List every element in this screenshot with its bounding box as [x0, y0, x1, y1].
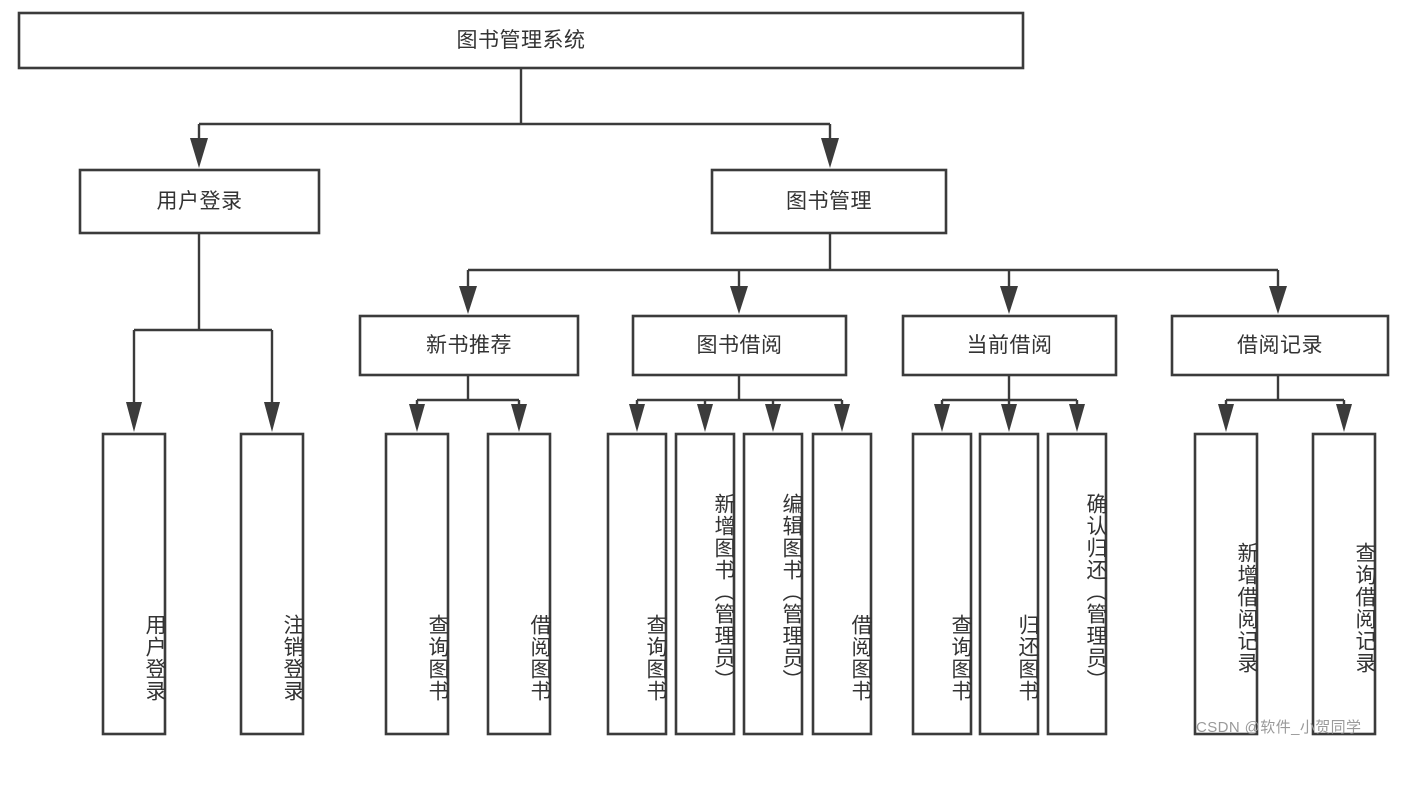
node-box-new-book-rec[interactable] [358, 314, 580, 377]
leaf-box-nb-borrow-book[interactable] [486, 432, 552, 736]
leaf-box-bb-borrow-book[interactable] [811, 432, 873, 736]
arrow-head-borrow-record [1269, 286, 1287, 314]
arrow-head-nb-borrow [511, 404, 527, 432]
diagram-svg [17, 11, 1390, 736]
leaf-box-cb-query-book[interactable] [911, 432, 973, 736]
leaf-box-user-login[interactable] [101, 432, 167, 736]
arrow-head-new-book-rec [459, 286, 477, 314]
arrow-head-book-borrow [730, 286, 748, 314]
arrow-head-leaf-user-login [126, 402, 142, 432]
leaf-box-bb-add-book[interactable] [674, 432, 736, 736]
node-box-root[interactable] [17, 11, 1025, 70]
connector-group-current-borrow [934, 375, 1085, 432]
connector-group-borrow-record [1218, 375, 1352, 432]
watermark-text: CSDN @软件_小贺同学 [1196, 719, 1362, 736]
arrow-head-book-mgmt [821, 138, 839, 168]
connector-group-book-borrow [629, 375, 850, 432]
arrow-head-bb-borrow [834, 404, 850, 432]
node-box-current-borrow[interactable] [901, 314, 1118, 377]
arrow-head-cb-return [1001, 404, 1017, 432]
leaf-box-nb-query-book[interactable] [384, 432, 450, 736]
connector-group-root [190, 68, 839, 168]
leaf-box-bb-edit-book[interactable] [742, 432, 804, 736]
leaf-box-cb-return-book[interactable] [978, 432, 1040, 736]
arrow-head-cb-query [934, 404, 950, 432]
connector-group-book-mgmt [459, 233, 1287, 314]
leaf-box-bb-query-book[interactable] [606, 432, 668, 736]
arrow-head-current-borrow [1000, 286, 1018, 314]
connector-group-new-book-rec [409, 375, 527, 432]
arrow-head-bb-add [697, 404, 713, 432]
arrow-head-leaf-logout [264, 402, 280, 432]
arrow-head-br-add [1218, 404, 1234, 432]
arrow-head-bb-query [629, 404, 645, 432]
node-box-book-mgmt[interactable] [710, 168, 948, 235]
arrow-head-cb-confirm [1069, 404, 1085, 432]
node-box-user-login[interactable] [78, 168, 321, 235]
node-box-borrow-record[interactable] [1170, 314, 1390, 377]
arrow-head-bb-edit [765, 404, 781, 432]
connector-group-user-login [126, 233, 280, 432]
diagram-canvas-container: 图书管理系统 用户登录 图书管理 新书推荐 图书借阅 当前借阅 借阅记录 用户登… [17, 11, 1390, 736]
node-box-book-borrow[interactable] [631, 314, 848, 377]
leaf-box-br-add-record[interactable] [1193, 432, 1259, 736]
arrow-head-nb-query [409, 404, 425, 432]
leaf-box-cb-confirm-return[interactable] [1046, 432, 1108, 736]
arrow-head-br-query [1336, 404, 1352, 432]
leaf-box-logout[interactable] [239, 432, 305, 736]
leaf-box-br-query-record[interactable] [1311, 432, 1377, 736]
arrow-head-user-login [190, 138, 208, 168]
